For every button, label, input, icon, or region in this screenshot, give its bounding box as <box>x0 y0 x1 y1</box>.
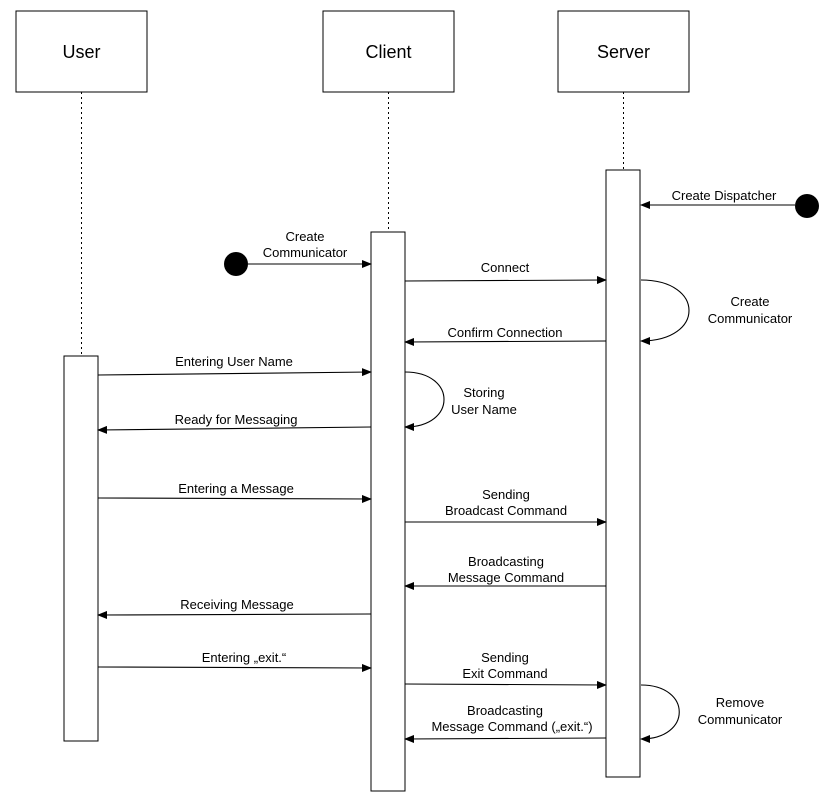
start-node-communicator <box>224 252 248 276</box>
message-entering-user-name-label: Entering User Name <box>175 354 293 369</box>
message-broadcasting-exit-label-2: Message Command („exit.“) <box>431 719 592 734</box>
message-remove-communicator: Remove Communicator <box>640 684 783 743</box>
message-broadcasting-message-label-2: Message Command <box>448 570 564 585</box>
participant-user-label: User <box>62 42 100 62</box>
message-sending-exit-label-1: Sending <box>481 650 529 665</box>
message-confirm-connection-label: Confirm Connection <box>448 325 563 340</box>
participant-server-label: Server <box>597 42 650 62</box>
message-sending-exit-label-2: Exit Command <box>462 666 547 681</box>
message-entering-message-label: Entering a Message <box>178 481 294 496</box>
message-entering-exit: Entering „exit.“ <box>97 650 372 672</box>
message-remove-communicator-label-1: Remove <box>716 695 764 710</box>
message-storing-user-name: Storing User Name <box>404 371 517 431</box>
activation-server <box>605 169 641 778</box>
message-sending-exit: Sending Exit Command <box>404 650 607 689</box>
start-node-dispatcher <box>795 194 819 218</box>
message-ready-for-messaging-label: Ready for Messaging <box>175 412 298 427</box>
message-confirm-connection: Confirm Connection <box>404 325 607 346</box>
message-server-create-communicator: Create Communicator <box>640 279 793 345</box>
activation-client <box>370 231 406 792</box>
message-sending-broadcast-label-2: Broadcast Command <box>445 503 567 518</box>
activation-user <box>63 355 99 742</box>
message-broadcasting-message-label-1: Broadcasting <box>468 554 544 569</box>
message-connect-label: Connect <box>481 260 530 275</box>
message-entering-message: Entering a Message <box>97 481 372 503</box>
message-server-create-communicator-label-2: Communicator <box>708 311 793 326</box>
message-receiving-message-label: Receiving Message <box>180 597 293 612</box>
message-remove-communicator-label-2: Communicator <box>698 712 783 727</box>
participant-server: Server <box>557 10 690 93</box>
message-broadcasting-exit: Broadcasting Message Command („exit.“) <box>404 703 607 743</box>
message-sending-broadcast-label-1: Sending <box>482 487 530 502</box>
message-entering-exit-label: Entering „exit.“ <box>202 650 287 665</box>
message-create-communicator-label-1: Create <box>285 229 324 244</box>
message-ready-for-messaging: Ready for Messaging <box>97 412 372 434</box>
message-broadcasting-message: Broadcasting Message Command <box>404 554 606 590</box>
message-receiving-message: Receiving Message <box>97 597 372 619</box>
message-storing-user-name-label-1: Storing <box>463 385 504 400</box>
message-broadcasting-exit-label-1: Broadcasting <box>467 703 543 718</box>
message-storing-user-name-label-2: User Name <box>451 402 517 417</box>
message-sending-broadcast: Sending Broadcast Command <box>405 487 607 526</box>
message-create-dispatcher-label: Create Dispatcher <box>672 188 777 203</box>
participant-client-label: Client <box>365 42 411 62</box>
message-entering-user-name: Entering User Name <box>97 354 372 377</box>
participant-client: Client <box>322 10 455 93</box>
participant-user: User <box>15 10 148 93</box>
message-create-communicator-label-2: Communicator <box>263 245 348 260</box>
message-connect: Connect <box>404 260 607 285</box>
message-create-communicator: Create Communicator <box>248 229 372 268</box>
message-create-dispatcher: Create Dispatcher <box>640 188 795 209</box>
message-server-create-communicator-label-1: Create <box>730 294 769 309</box>
